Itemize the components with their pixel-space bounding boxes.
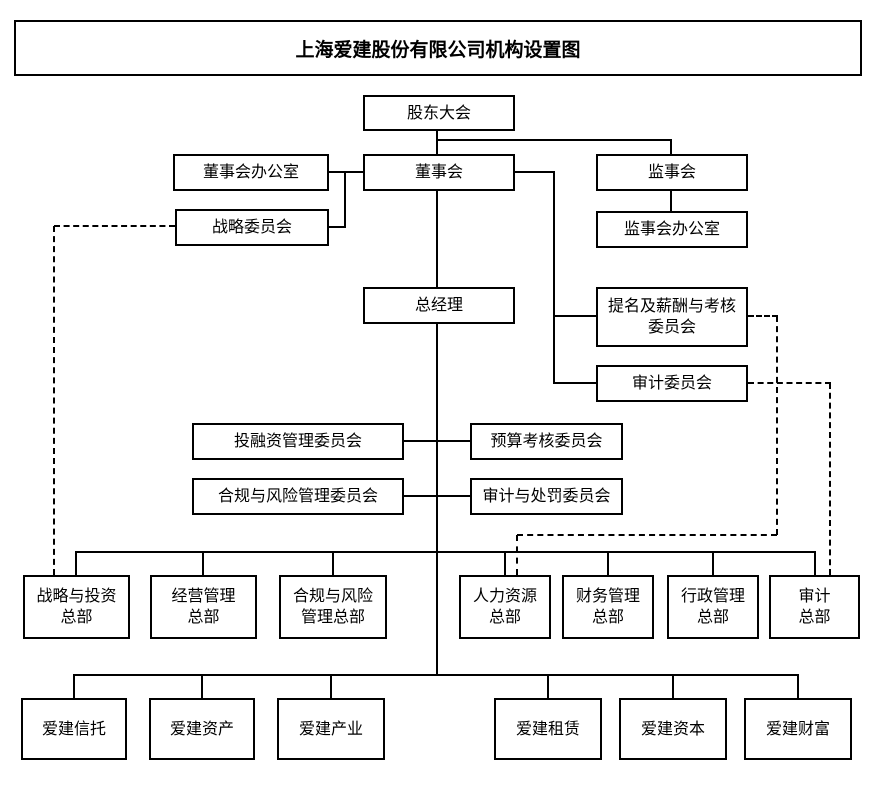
node-label: 合规与风险 管理总部 — [292, 586, 373, 626]
chart-title: 上海爱建股份有限公司机构设置图 — [295, 38, 581, 61]
node-label: 股东大会 — [406, 102, 471, 122]
node-operation-mgmt-hq: 经营管理 总部 — [150, 575, 257, 639]
node-supervisory-board-office: 监事会办公室 — [596, 211, 748, 248]
node-label: 合规与风险管理委员会 — [217, 486, 378, 506]
connector-stub-compliance-hq — [332, 551, 334, 577]
connector-board-committees-v — [553, 171, 555, 384]
node-compliance-risk-mgmt-committee: 合规与风险管理委员会 — [192, 478, 404, 515]
connector-stub-aj-wealth — [797, 674, 799, 700]
dashed-auditcommittee-right — [748, 382, 831, 384]
connector-shareholders-board — [436, 131, 438, 155]
node-label: 爱建财富 — [765, 718, 830, 738]
node-label: 战略委员会 — [211, 217, 292, 237]
node-board-office: 董事会办公室 — [173, 154, 329, 191]
connector-stub-aj-trust — [73, 674, 75, 700]
node-label: 审计与处罚委员会 — [482, 486, 611, 506]
connector-invfin-budget — [404, 440, 470, 442]
node-audit-committee: 审计委员会 — [596, 365, 748, 402]
dashed-nomination-to-hr-drop — [516, 535, 518, 575]
dashed-strategy-committee-left — [54, 225, 175, 227]
connector-stub-aj-capital — [672, 674, 674, 700]
node-audit-hq: 审计 总部 — [769, 575, 860, 639]
node-financial-mgmt-hq: 财务管理 总部 — [562, 575, 654, 639]
node-label: 爱建信托 — [41, 718, 106, 738]
node-aj-industry: 爱建产业 — [277, 698, 385, 760]
node-label: 爱建产业 — [298, 718, 363, 738]
node-administration-hq: 行政管理 总部 — [667, 575, 759, 639]
node-label: 爱建资本 — [640, 718, 705, 738]
connector-stub-operations-hq — [202, 551, 204, 577]
connector-strategy-committee-drop — [344, 171, 346, 228]
node-board-of-directors: 董事会 — [363, 154, 515, 191]
node-aj-capital: 爱建资本 — [619, 698, 727, 760]
connector-central-spine — [436, 191, 438, 676]
dashed-nomination-right — [748, 315, 778, 317]
node-budget-assessment-committee: 预算考核委员会 — [470, 423, 623, 460]
node-label: 总经理 — [414, 295, 463, 315]
node-aj-trust: 爱建信托 — [21, 698, 127, 760]
connector-supervisory-drop — [670, 139, 672, 156]
dashed-nomination-to-hr-h — [517, 534, 777, 536]
connector-supervisory-office-v — [670, 191, 672, 212]
node-supervisory-board: 监事会 — [596, 154, 748, 191]
node-aj-wealth: 爱建财富 — [744, 698, 852, 760]
connector-subsidiaries-line — [73, 674, 799, 676]
node-label: 审计委员会 — [631, 373, 712, 393]
node-nomination-remuneration-appraisal-committee: 提名及薪酬与考核 委员会 — [596, 287, 748, 347]
node-label: 经营管理 总部 — [171, 586, 236, 626]
connector-strategy-committee-h — [329, 226, 346, 228]
dashed-auditcommittee-to-audithq — [829, 383, 831, 575]
connector-stub-aj-leasing — [547, 674, 549, 700]
node-general-manager: 总经理 — [363, 287, 515, 324]
node-label: 人力资源 总部 — [472, 586, 537, 626]
node-label: 行政管理 总部 — [680, 586, 745, 626]
connector-stub-finance-hq — [607, 551, 609, 577]
connector-stub-strategy-hq — [75, 551, 77, 577]
node-strategy-committee: 战略委员会 — [175, 209, 329, 246]
node-shareholders-meeting: 股东大会 — [363, 95, 515, 131]
node-audit-punishment-committee: 审计与处罚委员会 — [470, 478, 623, 515]
connector-stub-hr-hq — [504, 551, 506, 577]
node-label: 董事会 — [414, 162, 463, 182]
connector-board-right — [515, 171, 555, 173]
connector-compliance-auditpunish — [404, 495, 470, 497]
dashed-strategy-to-strategyhq — [53, 226, 55, 575]
node-label: 董事会办公室 — [202, 162, 299, 182]
node-compliance-risk-mgmt-hq: 合规与风险 管理总部 — [279, 575, 387, 639]
node-label: 监事会办公室 — [623, 219, 720, 239]
dashed-nomination-down — [776, 316, 778, 535]
chart-title-box: 上海爱建股份有限公司机构设置图 — [14, 20, 862, 76]
node-label: 投融资管理委员会 — [233, 431, 362, 451]
node-human-resources-hq: 人力资源 总部 — [459, 575, 551, 639]
node-label: 爱建租赁 — [515, 718, 580, 738]
node-label: 审计 总部 — [798, 586, 831, 626]
node-aj-leasing: 爱建租赁 — [494, 698, 602, 760]
connector-departments-line — [75, 551, 816, 553]
node-label: 财务管理 总部 — [575, 586, 640, 626]
connector-nomination-h — [555, 315, 596, 317]
connector-boardoffice-board — [329, 171, 365, 173]
node-label: 预算考核委员会 — [490, 431, 603, 451]
connector-stub-aj-assets — [201, 674, 203, 700]
connector-stub-audit-hq — [814, 551, 816, 577]
connector-shareholders-supervisory-h — [437, 139, 672, 141]
node-investment-financing-mgmt-committee: 投融资管理委员会 — [192, 423, 404, 460]
connector-stub-aj-industry — [330, 674, 332, 700]
node-aj-assets: 爱建资产 — [149, 698, 255, 760]
connector-stub-admin-hq — [712, 551, 714, 577]
node-strategy-investment-hq: 战略与投资 总部 — [23, 575, 130, 639]
node-label: 战略与投资 总部 — [36, 586, 117, 626]
node-label: 监事会 — [647, 162, 696, 182]
node-label: 提名及薪酬与考核 委员会 — [607, 296, 736, 336]
connector-audit-committee-h — [555, 382, 596, 384]
node-label: 爱建资产 — [169, 718, 234, 738]
